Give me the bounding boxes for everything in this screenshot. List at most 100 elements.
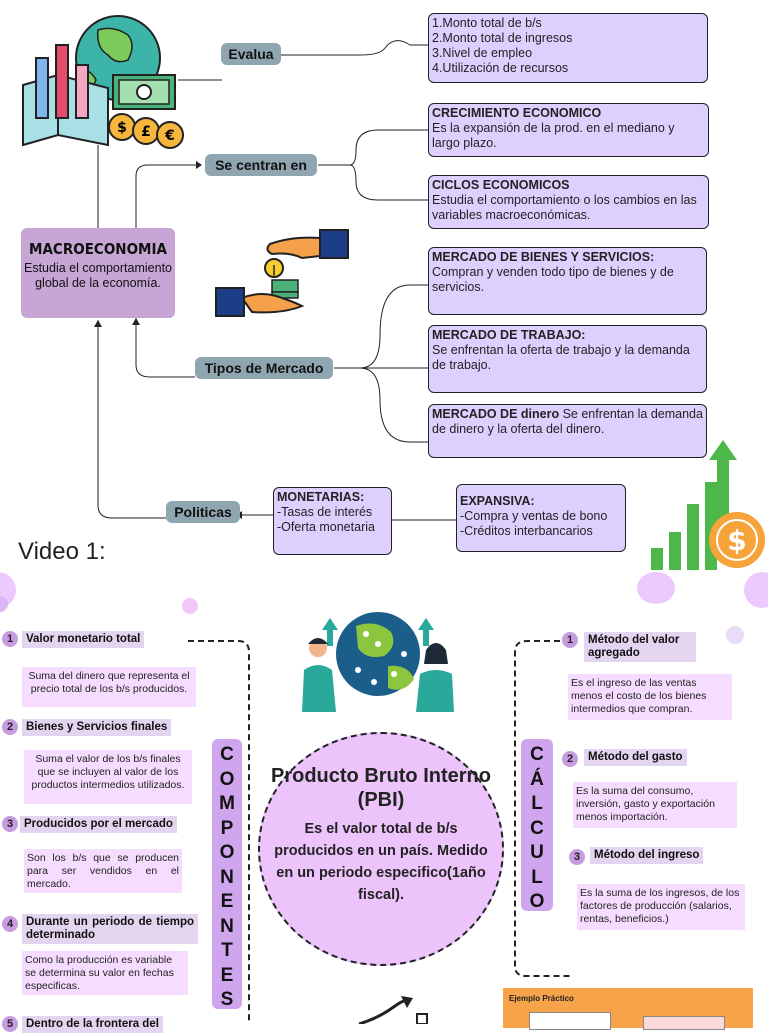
mercado-bienes-box: MERCADO DE BIENES Y SERVICIOS: Compran y… [428,247,707,315]
comp-number: 2 [2,719,18,735]
comp-label: Valor monetario total [22,631,145,648]
vertical-letter: U [530,842,544,863]
vertical-letter: C [530,817,544,839]
decor-blob [744,572,768,608]
bienes-title: MERCADO DE BIENES Y SERVICIOS: [432,250,655,264]
pbi-title: Producto Bruto Interno (PBI) [271,765,491,811]
bienes-desc: Compran y venden todo tipo de bienes y d… [432,265,674,294]
crecimiento-desc: Es la expansión de la prod. en el median… [432,121,675,150]
calc-number: 1 [562,632,578,648]
macro-title: MACROECONOMIA [29,240,167,258]
ejemplo-practico-panel: Ejemplo Práctico [503,988,753,1030]
money-exchange-icon: | [215,229,349,317]
mercado-dinero-box: MERCADO DE dinero Se enfrentan la demand… [428,404,707,458]
comp-desc: Suma el valor de los b/s finales que se … [24,750,192,804]
svg-text:£: £ [141,124,151,140]
trabajo-desc: Se enfrentan la oferta de trabajo y la d… [432,343,690,372]
comp-number: 5 [2,1016,18,1032]
decor-blob [0,596,8,612]
evalua-item: 3.Nivel de empleo [432,46,533,60]
people-globe-illustration [302,612,454,712]
calc-label: Método del ingreso [590,847,704,864]
expansiva-item: -Créditos interbancarios [460,524,593,538]
dinero-title: MERCADO DE dinero [432,407,560,421]
ejemplo-label: Ejemplo Práctico [509,994,574,1003]
vertical-letter: T [221,940,233,961]
monetarias-title: MONETARIAS: [277,490,365,504]
monetarias-item: -Oferta monetaria [277,520,375,534]
evalua-list: 1.Monto total de b/s 2.Monto total de in… [428,13,708,83]
pbi-circle: Producto Bruto Interno (PBI) Es el valor… [258,732,504,966]
dinero-desc: Se enfrentan la demanda de dinero y la o… [432,407,703,436]
calc-desc: Es el ingreso de las ventas menos el cos… [568,674,732,720]
vertical-letter: C [220,744,234,765]
se-centran-pill: Se centran en [205,154,317,176]
vertical-letter: L [531,793,543,814]
vertical-letter: O [219,842,235,863]
vertical-letter: E [220,964,234,986]
vertical-letter: C [530,744,544,765]
ciclos-desc: Estudia el comportamiento o los cambios … [432,193,697,222]
decor-blob [182,598,198,614]
comp-label: Bienes y Servicios finales [22,719,172,736]
vertical-letter: Á [530,768,544,790]
tipos-mercado-pill: Tipos de Mercado [195,357,333,379]
decor-blob [637,572,675,604]
vertical-letter: O [219,768,235,790]
comp-desc: Son los b/s que se producen para ser ven… [24,849,182,893]
vertical-letter: N [220,915,234,937]
evalua-item: 4.Utilización de recursos [432,61,569,75]
vertical-letter: M [219,793,235,814]
vertical-letter: L [531,866,543,888]
vertical-letter: P [220,817,234,839]
mercado-trabajo-box: MERCADO DE TRABAJO: Se enfrentan la ofer… [428,325,707,393]
calc-label: Método del gasto [584,749,687,766]
monetarias-item: -Tasas de interés [277,505,373,519]
example-table-thumbnail [643,1016,725,1030]
trend-arrow-icon [358,996,428,1024]
macro-desc: Estudia el comportamiento global de la e… [24,261,172,290]
ciclos-box: CICLOS ECONOMICOS Estudia el comportamie… [428,175,709,229]
politicas-pill: Politicas [166,501,240,523]
svg-text:$: $ [117,120,127,136]
macroeconomia-node: MACROECONOMIA Estudia el comportamiento … [21,228,175,318]
example-table-thumbnail [529,1012,611,1030]
svg-text:|: | [272,263,276,276]
decor-blob [726,626,744,644]
video-label: Video 1: [18,538,106,565]
comp-number: 4 [2,916,18,932]
calc-label: Método del valor agregado [584,632,696,662]
calc-desc: Es la suma de los ingresos, de los facto… [577,884,745,930]
comp-label: Producidos por el mercado [20,816,177,833]
expansiva-item: -Compra y ventas de bono [460,509,608,523]
svg-text:€: € [164,128,175,144]
comp-desc: Como la producción es variable se determ… [22,951,188,995]
crecimiento-box: CRECIMIENTO ECONOMICO Es la expansión de… [428,103,709,157]
vertical-letter: N [220,866,234,888]
vertical-letter: E [220,891,234,912]
expansiva-box: EXPANSIVA: -Compra y ventas de bono -Cré… [456,484,626,552]
trabajo-title: MERCADO DE TRABAJO: [432,328,586,342]
growth-chart-icon: $ [651,440,765,570]
evalua-item: 1.Monto total de b/s [432,16,542,30]
calc-number: 3 [569,849,585,865]
comp-number: 1 [2,631,18,647]
vertical-letter: S [220,989,234,1010]
vertical-letter: O [529,891,545,912]
comp-label: Durante un periodo de tiempo determinado [22,914,198,944]
crecimiento-title: CRECIMIENTO ECONOMICO [432,106,602,120]
comp-number: 3 [2,816,18,832]
expansiva-title: EXPANSIVA: [460,494,535,508]
svg-text:$: $ [727,524,746,557]
calc-desc: Es la suma del consumo, inversión, gasto… [573,782,737,828]
ciclos-title: CICLOS ECONOMICOS [432,178,570,192]
pbi-desc: Es el valor total de b/s producidos en u… [274,821,488,903]
comp-desc: Suma del dinero que representa el precio… [22,667,196,707]
monetarias-box: MONETARIAS: -Tasas de interés -Oferta mo… [273,487,392,555]
comp-label: Dentro de la frontera del [22,1016,163,1033]
calc-number: 2 [562,751,578,767]
economy-illustration: $ £ € [22,15,184,149]
evalua-pill: Evalua [221,43,281,65]
